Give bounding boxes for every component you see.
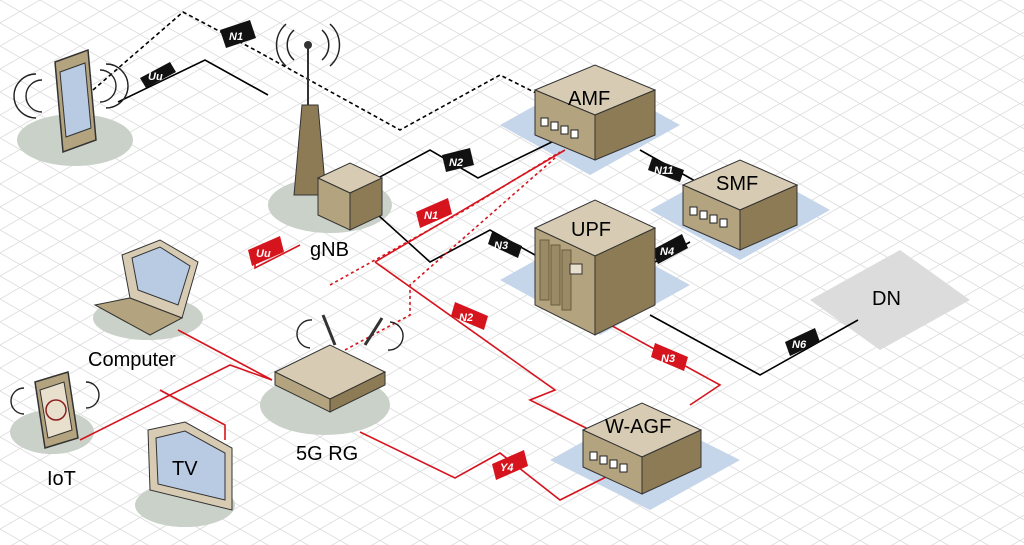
rg-node: 5G RG: [273, 314, 404, 465]
tag-n3-red: N3: [651, 343, 688, 371]
n6-link: [649, 314, 859, 376]
tag-n2-top: N2: [442, 148, 474, 172]
iot-label: IoT: [47, 468, 76, 490]
gnb-node: gNB: [275, 23, 384, 261]
tag-n6: N6: [785, 328, 820, 356]
computer-device: Computer: [88, 239, 199, 371]
y4-link: [359, 431, 611, 501]
smartphone-device: [13, 48, 129, 154]
tag-n1-top: N1: [220, 20, 256, 48]
red-tags: Uu N1 N2 N3 Y4: [248, 198, 688, 480]
n1-dashed-link: [92, 11, 541, 131]
tag-y4: Y4: [492, 450, 528, 480]
iot-link: [79, 364, 273, 441]
tv-link: [159, 389, 226, 440]
rg-label: 5G RG: [296, 443, 358, 465]
gnb-label: gNB: [310, 239, 349, 261]
tag-n3-top: N3: [488, 232, 522, 258]
svg-text:N3: N3: [661, 353, 675, 365]
svg-text:N11: N11: [654, 165, 673, 177]
svg-text:N1: N1: [424, 210, 438, 222]
n3-red-link: [604, 321, 722, 406]
amf-node: AMF: [533, 64, 657, 161]
tag-n2-red: N2: [451, 302, 488, 330]
tag-n4: N4: [652, 234, 688, 264]
tag-n1-red: N1: [416, 198, 452, 228]
smf-node: SMF: [681, 159, 799, 251]
svg-text:N4: N4: [660, 246, 674, 258]
svg-text:N2: N2: [449, 157, 463, 169]
svg-text:N2: N2: [459, 312, 473, 324]
computer-label: Computer: [88, 349, 176, 371]
wagf-node: W-AGF: [581, 402, 703, 495]
svg-text:Uu: Uu: [148, 71, 163, 83]
smf-label: SMF: [716, 173, 758, 195]
n1-dashed-red-link: [344, 157, 556, 351]
uu-link: [117, 59, 269, 103]
svg-text:N3: N3: [494, 240, 508, 252]
tag-uu-red: Uu: [248, 236, 284, 266]
svg-text:Y4: Y4: [500, 462, 513, 474]
iot-device: IoT: [10, 371, 100, 490]
computer-link: [177, 329, 273, 381]
svg-text:Uu: Uu: [256, 248, 271, 260]
black-tags: Uu N1 N2 N11 N3 N4 N6: [140, 20, 820, 356]
svg-text:N6: N6: [792, 339, 807, 351]
tv-label: TV: [172, 458, 198, 480]
tag-uu-top: Uu: [140, 62, 176, 88]
dn-label: DN: [872, 288, 901, 310]
tag-n11: N11: [648, 158, 684, 182]
upf-label: UPF: [571, 219, 611, 241]
amf-label: AMF: [568, 88, 610, 110]
svg-text:N1: N1: [229, 31, 243, 43]
n2-red-link: [374, 149, 591, 431]
tv-device: TV: [147, 421, 233, 511]
wagf-label: W-AGF: [605, 416, 671, 438]
upf-node: UPF: [533, 199, 657, 336]
